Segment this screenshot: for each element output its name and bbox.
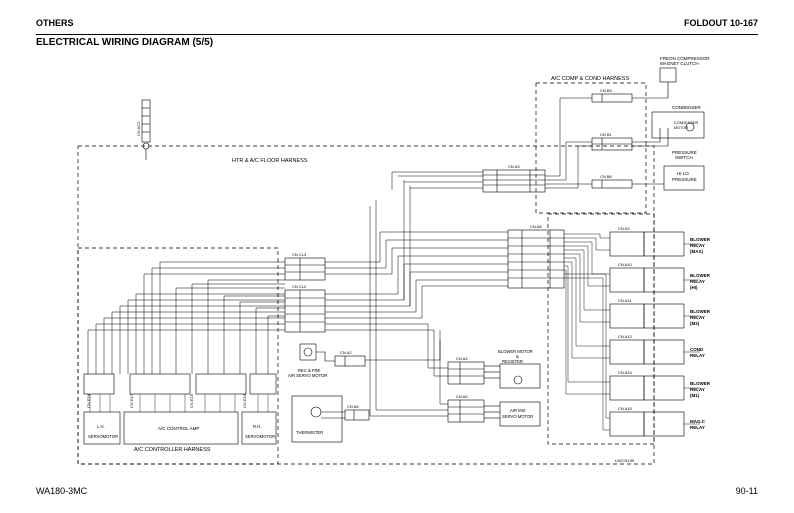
blower-motor-label-2: & bbox=[516, 354, 519, 359]
rh-servo-label: SERVOMOTOR bbox=[245, 434, 275, 439]
cn-a2-label: CN A2 bbox=[340, 350, 352, 355]
cn-a3-connector bbox=[482, 169, 546, 193]
lh-servo-box bbox=[83, 411, 121, 445]
page-title: ELECTRICAL WIRING DIAGRAM (5/5) bbox=[36, 37, 214, 48]
cn-a10-label: CN A10 bbox=[618, 262, 633, 267]
foldout-label: FOLDOUT 10-167 bbox=[683, 18, 758, 28]
relay-m2-1: BLOWER bbox=[690, 309, 711, 314]
thermister-box bbox=[291, 395, 343, 443]
cn-b3-label: CN B3 bbox=[600, 88, 613, 93]
relay-m2-3: (M2) bbox=[690, 321, 700, 326]
magc-relay-1: MAG.C bbox=[690, 419, 706, 424]
cond-relay-1: COND bbox=[690, 347, 704, 352]
rh-servo-box bbox=[241, 411, 277, 445]
relay-max-1: BLOWER bbox=[690, 237, 711, 242]
cn-ac2-connector bbox=[141, 99, 151, 160]
freon-clutch-label-1: FREON COMPRESSOR bbox=[660, 56, 710, 61]
main-bundle bbox=[325, 171, 508, 417]
relay-max-2: RELAY bbox=[690, 243, 705, 248]
cn-b3-connector bbox=[591, 93, 633, 103]
rec-fre-motor-box bbox=[299, 343, 317, 361]
cn-e17-label: CN E17 bbox=[129, 393, 134, 408]
airmix-label-1: AIR MIX bbox=[510, 408, 526, 413]
page-header: OTHERS FOLDOUT 10-167 bbox=[36, 18, 758, 35]
cn-a13-label: CN A13 bbox=[618, 370, 633, 375]
cn-a8-connector bbox=[507, 229, 565, 289]
relay-hi-2: RELAY bbox=[690, 279, 705, 284]
cn-b6-label: CN B6 bbox=[600, 174, 613, 179]
rec-fre-label-2: AIR SERVO MOTOR bbox=[288, 373, 327, 378]
htr-floor-label: HTR & A/C FLOOR HARNESS bbox=[232, 158, 308, 164]
rh-label: R.H. bbox=[253, 424, 261, 429]
footer-page: 90-11 bbox=[735, 486, 758, 496]
cn-a2-connector bbox=[334, 355, 366, 367]
hi-lo-label-1: HI LO bbox=[677, 171, 689, 176]
ac-control-amp-box bbox=[123, 411, 239, 445]
cn-a5-connector bbox=[447, 399, 485, 423]
cn-cl3-connector bbox=[284, 257, 326, 281]
cn-b6-connector bbox=[591, 179, 633, 189]
cn-a4-label: CN A4 bbox=[456, 356, 468, 361]
magc-relay-2: RELAY bbox=[690, 425, 705, 430]
controller-bundle bbox=[87, 261, 285, 374]
cn-a9-label: CN A9 bbox=[618, 226, 630, 231]
relay-hi-1: BLOWER bbox=[690, 273, 711, 278]
cn-e16-label: CN E16 bbox=[189, 393, 194, 408]
relay-m1-2: RELAY bbox=[690, 387, 705, 392]
a3-right-wires bbox=[545, 97, 592, 189]
cn-cl2-label: CN CL2 bbox=[292, 284, 307, 289]
rec-fre-label-1: REC & FRE bbox=[298, 368, 321, 373]
controller-pins bbox=[83, 373, 277, 395]
thermister-label: THERMISTER bbox=[296, 430, 323, 435]
condenser-motor-label-2: MOTOR bbox=[674, 126, 688, 130]
freon-clutch-label-2: MAGNET CLUTCH bbox=[660, 61, 699, 66]
relay-m1-3: (M1) bbox=[690, 393, 700, 398]
cn-a5-label: CN A5 bbox=[456, 394, 468, 399]
footer-model: WA180-3MC bbox=[36, 486, 88, 496]
ac-controller-label: A/C CONTROLLER HARNESS bbox=[134, 447, 211, 453]
ac-amp-label: A/C CONTROL AMP bbox=[158, 426, 199, 431]
lh-servo-label: SERVOMOTOR bbox=[88, 434, 118, 439]
cn-a15-label: CN A15 bbox=[618, 406, 633, 411]
blower-motor-label-3: RESISTER bbox=[502, 359, 523, 364]
lh-label: L.H. bbox=[97, 424, 105, 429]
relay-hi-3: (HI) bbox=[690, 285, 698, 290]
airmix-label-2: SERVO MOTOR bbox=[502, 414, 533, 419]
ac-comp-cond-label: A/C COMP & COND HARNESS bbox=[551, 76, 629, 82]
condenser-box bbox=[651, 111, 705, 139]
relay-max-3: (MAX) bbox=[690, 249, 703, 254]
condenser-label: CONDENSER bbox=[672, 105, 702, 110]
airmix-motor-box bbox=[499, 401, 541, 427]
relay-m2-2: RELAY bbox=[690, 315, 705, 320]
cn-ac2-label: CN AC2 bbox=[136, 121, 141, 136]
cn-a6-label: CN A6 bbox=[347, 404, 359, 409]
drawing-code: LMC01190 bbox=[615, 458, 635, 463]
magnet-clutch-box bbox=[659, 67, 677, 83]
blower-motor-label-1: BLOWER MOTOR bbox=[498, 349, 533, 354]
cn-a11-label: CN A11 bbox=[618, 298, 632, 303]
cn-a12-label: CN A12 bbox=[618, 334, 633, 339]
pressure-switch-box bbox=[663, 165, 705, 191]
section-label: OTHERS bbox=[36, 18, 74, 28]
cn-a6-connector bbox=[344, 409, 370, 421]
relay-m1-1: BLOWER bbox=[690, 381, 711, 386]
harness-boundaries bbox=[77, 82, 655, 465]
cn-cl2-connector bbox=[284, 289, 326, 333]
pressure-switch-label-1: PRESSURE bbox=[672, 150, 697, 155]
relay-wires bbox=[564, 233, 700, 431]
cn-a3-label: CN A3 bbox=[508, 164, 520, 169]
cn-cl3-label: CN CL3 bbox=[292, 252, 307, 257]
cn-b1-label: CN B1 bbox=[600, 132, 613, 137]
cn-e18-label: CN E18 bbox=[86, 393, 91, 408]
cn-e19-label: CN E19 bbox=[242, 393, 247, 408]
blower-motor-box bbox=[499, 363, 541, 389]
hi-lo-label-2: PRESSURE bbox=[672, 177, 697, 182]
cn-a4-connector bbox=[447, 361, 485, 385]
pressure-switch-label-2: SWITCH bbox=[675, 155, 693, 160]
condenser-motor-label-1: CONDENSER bbox=[674, 121, 699, 125]
cn-a8-label: CN A8 bbox=[530, 224, 542, 229]
cond-relay-2: RELAY bbox=[690, 353, 705, 358]
